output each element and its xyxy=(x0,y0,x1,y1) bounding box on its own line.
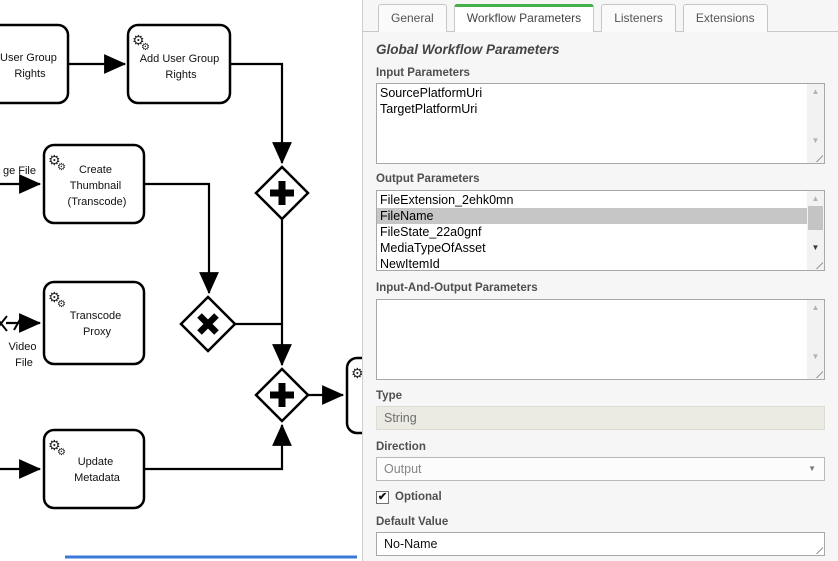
scroll-down-icon[interactable]: ▼ xyxy=(811,136,820,145)
task-transcode-proxy-label: Transcode Proxy xyxy=(70,310,125,338)
scrollbar-thumb[interactable] xyxy=(808,206,823,230)
gear-icon: ⚙ xyxy=(351,366,363,382)
list-item[interactable]: SourcePlatformUri xyxy=(380,86,483,100)
flow-thumbnail-to-xgateway[interactable] xyxy=(144,182,219,295)
task-transcode-proxy[interactable] xyxy=(42,280,146,366)
plus-icon xyxy=(270,181,294,205)
input-and-output-parameters-label: Input-And-Output Parameters xyxy=(376,282,538,294)
type-field: String xyxy=(376,406,825,430)
scrollbar[interactable]: ▲ ▼ xyxy=(807,191,824,270)
scrollbar[interactable]: ▲ ▼ xyxy=(807,300,824,379)
task-update-metadata-label: Update Metadata xyxy=(74,456,121,484)
plus-icon xyxy=(270,383,294,407)
output-parameters-list[interactable]: FileExtension_2ehk0mn FileName FileState… xyxy=(376,190,825,271)
output-parameters-rows: FileExtension_2ehk0mn FileName FileState… xyxy=(377,192,807,271)
gear-icon: ⚙ xyxy=(132,33,145,49)
list-item[interactable]: MediaTypeOfAsset xyxy=(380,241,486,255)
direction-value: Output xyxy=(384,462,422,476)
gear-icon: ⚙ xyxy=(57,162,66,173)
offscreen-x-marker xyxy=(0,315,8,332)
gear-icon: ⚙ xyxy=(48,153,61,169)
input-and-output-parameters-list[interactable]: ▲ ▼ xyxy=(376,299,825,380)
direction-select[interactable]: Output ▼ xyxy=(376,457,825,481)
tab-workflow-parameters[interactable]: Workflow Parameters xyxy=(453,4,595,32)
resize-grip-icon[interactable] xyxy=(811,542,823,554)
x-icon xyxy=(197,313,219,335)
flow-add-to-gateway1[interactable] xyxy=(230,62,292,165)
type-label: Type xyxy=(376,390,402,402)
optional-row: ✔ Optional xyxy=(376,490,825,504)
task-update-metadata[interactable] xyxy=(42,428,146,510)
gear-icon: ⚙ xyxy=(48,290,61,306)
default-flow-tick xyxy=(13,315,23,331)
default-value-label: Default Value xyxy=(376,516,449,528)
direction-label: Direction xyxy=(376,441,426,453)
task-add-user-group-rights[interactable] xyxy=(126,23,232,105)
properties-panel: General Workflow Parameters Listeners Ex… xyxy=(362,0,838,561)
tab-general[interactable]: General xyxy=(378,4,447,32)
tab-listeners[interactable]: Listeners xyxy=(601,4,676,32)
gear-icon: ⚙ xyxy=(141,42,150,53)
gear-icon: ⚙ xyxy=(57,299,66,310)
task-create-thumbnail-label: Create Thumbnail (Transcode) xyxy=(68,164,127,208)
list-item[interactable]: NewItemId xyxy=(380,257,440,271)
task-create-thumbnail[interactable] xyxy=(42,143,146,225)
default-value-input[interactable]: No-Name xyxy=(376,532,825,556)
list-item-selected[interactable]: FileName xyxy=(377,208,807,224)
optional-label: Optional xyxy=(395,490,442,503)
input-parameters-rows: SourcePlatformUri TargetPlatformUri xyxy=(377,85,807,117)
task-add-user-group-rights-label: Add User Group Rights xyxy=(140,53,223,81)
task-user-group-rights[interactable] xyxy=(0,23,70,105)
chevron-down-icon: ▼ xyxy=(808,464,816,473)
default-value-text: No-Name xyxy=(384,537,438,551)
edge-label-video-file[interactable]: Video File xyxy=(9,341,40,369)
scroll-up-icon[interactable]: ▲ xyxy=(811,87,820,96)
scroll-down-icon[interactable]: ▼ xyxy=(811,243,820,252)
optional-checkbox[interactable]: ✔ xyxy=(376,490,389,504)
flow-update-to-gateway2[interactable] xyxy=(144,423,292,471)
tab-extensions[interactable]: Extensions xyxy=(682,4,768,32)
task-partial-hidden[interactable] xyxy=(345,356,363,435)
task-user-group-rights-label: User Group Rights xyxy=(0,52,60,80)
scroll-up-icon[interactable]: ▲ xyxy=(811,194,820,203)
page-title: Global Workflow Parameters xyxy=(376,42,560,57)
list-item[interactable]: FileExtension_2ehk0mn xyxy=(380,193,514,207)
input-parameters-label: Input Parameters xyxy=(376,67,470,79)
list-item[interactable]: FileState_22a0gnf xyxy=(380,225,482,239)
scroll-down-icon[interactable]: ▼ xyxy=(811,352,820,361)
bpmn-canvas[interactable]: User Group Rights ⚙ ⚙ Add User Group Rig… xyxy=(0,0,363,561)
tab-strip: General Workflow Parameters Listeners Ex… xyxy=(363,0,838,32)
scroll-up-icon[interactable]: ▲ xyxy=(811,303,820,312)
input-parameters-list[interactable]: SourcePlatformUri TargetPlatformUri ▲ ▼ xyxy=(376,83,825,164)
gear-icon: ⚙ xyxy=(57,447,66,458)
output-parameters-label: Output Parameters xyxy=(376,173,480,185)
panel-content: Global Workflow Parameters Input Paramet… xyxy=(363,42,838,556)
list-item[interactable]: TargetPlatformUri xyxy=(380,102,478,116)
gear-icon: ⚙ xyxy=(48,438,61,454)
edge-label-image-file[interactable]: ge File xyxy=(3,165,36,177)
scrollbar[interactable]: ▲ ▼ xyxy=(807,84,824,163)
